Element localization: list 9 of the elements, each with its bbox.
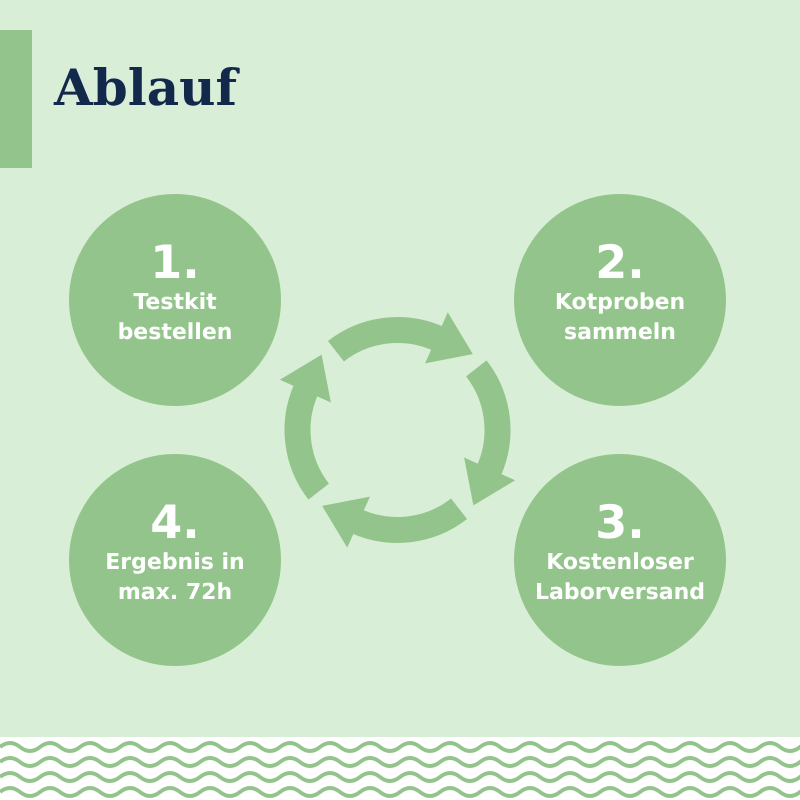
step-label: Ergebnis in max. 72h [104, 548, 246, 608]
step-number: 2. [595, 236, 645, 288]
title: Ablauf [54, 58, 238, 117]
step-number: 1. [150, 236, 200, 288]
step-label: Testkit bestellen [116, 288, 234, 348]
step-number: 4. [150, 496, 200, 548]
step-number: 3. [595, 496, 645, 548]
step-label: Kostenloser Laborversand [534, 548, 706, 608]
step-label: Kotproben sammeln [554, 288, 686, 348]
